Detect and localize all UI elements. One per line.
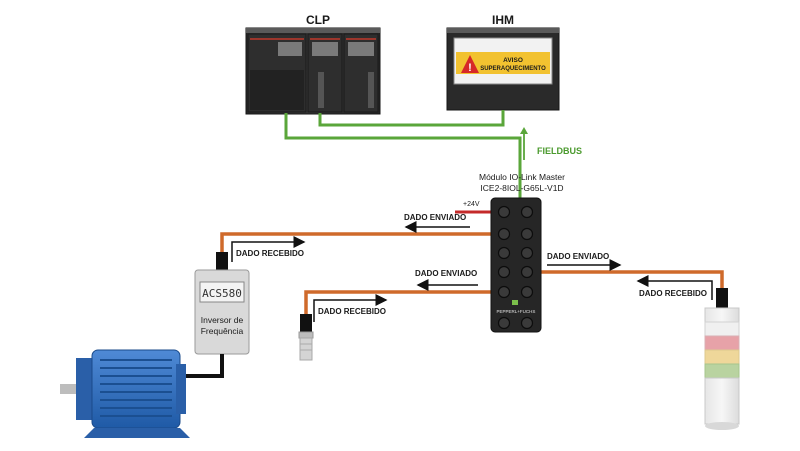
fieldbus-arrow (520, 127, 528, 160)
cable-to-stack-light (535, 270, 724, 288)
frequency-inverter: ACS580 Inversor de Frequência (194, 269, 250, 355)
fieldbus-label: FIELDBUS (537, 146, 582, 156)
sensor-received-arrow (313, 294, 388, 322)
iolink-cables (220, 232, 724, 314)
hmi-panel: ! AVISO SUPERAQUECIMENTO (446, 27, 560, 111)
power-label: +24V (463, 201, 480, 208)
iolink-master-title: Módulo IO-Link Master (479, 172, 565, 182)
hmi-warning-title: AVISO (503, 57, 523, 64)
tower-sent-label: DADO ENVIADO (547, 252, 609, 261)
plc-module (343, 33, 379, 113)
inverter-sent-label: DADO ENVIADO (404, 213, 466, 222)
inverter-label: Inversor de (201, 315, 244, 325)
fieldbus-cable (284, 110, 522, 200)
svg-text:!: ! (468, 62, 472, 74)
plc-module (247, 33, 307, 113)
inverter-received-arrow (231, 236, 306, 262)
stack-light-icon (704, 288, 740, 430)
inverter-received-label: DADO RECEBIDO (236, 249, 304, 258)
iolink-master-model: ICE2-8IOL-G65L-V1D (480, 183, 563, 193)
hmi-label: IHM (492, 13, 514, 27)
inverter-display: ACS580 (202, 287, 242, 300)
brand-label: PEPPERL+FUCHS (497, 309, 536, 314)
warning-triangle-icon: ! (461, 55, 479, 74)
plc-module (307, 33, 343, 113)
inverter-label: Frequência (201, 326, 244, 336)
sensor-sent-label: DADO ENVIADO (415, 269, 477, 278)
iolink-master-module: PEPPERL+FUCHS (490, 197, 542, 333)
plc-rack (245, 27, 381, 115)
tower-received-label: DADO RECEBIDO (639, 289, 707, 298)
cable-to-inverter (220, 232, 503, 252)
proximity-sensor-icon (298, 314, 314, 361)
motor-cable (185, 354, 224, 378)
sensor-received-label: DADO RECEBIDO (318, 307, 386, 316)
iolink-ports (497, 205, 534, 330)
cable-to-sensor (304, 290, 503, 314)
electric-motor-icon (60, 349, 190, 438)
hmi-warning-text: SUPERAQUECIMENTO (480, 66, 546, 72)
plc-label: CLP (306, 13, 330, 27)
cable-connector (216, 252, 228, 270)
tower-received-arrow (636, 275, 713, 300)
